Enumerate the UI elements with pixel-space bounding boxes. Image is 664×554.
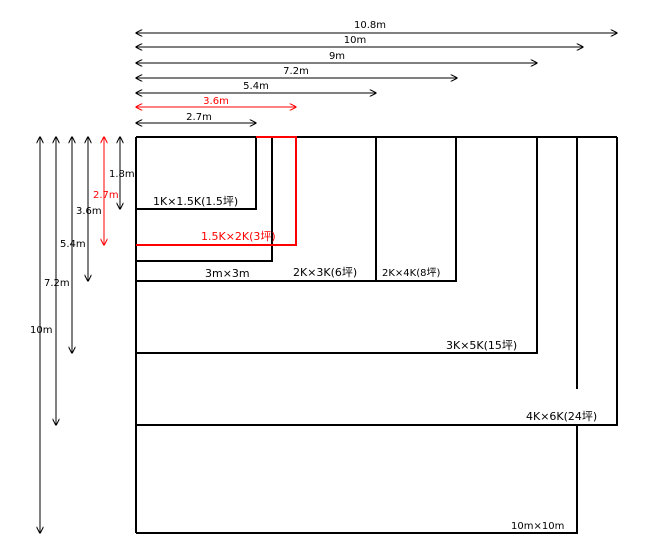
top-dimensions: 10.8m 10m 9m 7.2m 5.4m 3.6m 2.7m [136,20,617,123]
dim-label: 5.4m [243,81,269,92]
dim-10m: 10m [136,35,583,47]
dim-v-10m: 10m [30,137,52,533]
room-10m-10m-outline [136,425,578,534]
room-labels: 1K×1.5K(1.5坪) 1.5K×2K(3坪) 3m×3m 2K×3K(6坪… [153,195,597,532]
dim-label: 2.7m [186,112,212,123]
dim-3.6m: 3.6m [136,96,296,107]
dim-v-5.4m: 5.4m [60,137,86,353]
room-1k-1.5k-outline [136,137,257,210]
dim-v-2.7m: 2.7m [93,137,119,245]
room-label-2k-3k: 2K×3K(6坪) [293,266,357,279]
dim-label: 7.2m [283,66,309,77]
dim-10.8m: 10.8m [136,20,617,33]
dim-label: 3.6m [203,96,229,107]
dim-2.7m: 2.7m [136,112,256,123]
room-label-1.5k-2k: 1.5K×2K(3坪) [201,230,276,243]
dim-v-1.8m: 1.8m [109,137,135,209]
room-4k-6k-outline [136,137,618,426]
dim-label: 7.2m [44,278,70,289]
room-label-1k-1.5k: 1K×1.5K(1.5坪) [153,195,238,208]
dim-label: 10m [344,35,366,46]
dim-label: 10.8m [354,20,386,31]
left-dimensions: 10m 7.2m 5.4m 3.6m 2.7m 1.8m [30,137,135,533]
dim-7.2m: 7.2m [136,66,457,78]
dim-label: 3.6m [76,206,102,217]
room-label-3m-3m: 3m×3m [205,267,250,280]
room-1.5k-2k-outline [136,136,297,246]
room-label-2k-4k: 2K×4K(8坪) [382,266,440,279]
room-outlines [135,136,618,534]
dim-9m: 9m [136,51,537,63]
dim-label: 2.7m [93,190,119,201]
room-3k-5k-outline [136,137,538,354]
dim-5.4m: 5.4m [136,81,376,93]
dim-label: 10m [30,325,52,336]
dim-label: 5.4m [60,239,86,250]
dim-label: 9m [329,51,345,62]
dim-label: 1.8m [109,169,135,180]
dim-v-3.6m: 3.6m [76,137,102,281]
room-label-10m-10m: 10m×10m [511,521,564,532]
room-label-4k-6k: 4K×6K(24坪) [526,410,597,423]
room-2k-4k-outline [376,137,457,282]
dim-v-7.2m: 7.2m [44,137,70,425]
room-3m-3m-outline [136,137,273,262]
room-label-3k-5k: 3K×5K(15坪) [446,339,517,352]
